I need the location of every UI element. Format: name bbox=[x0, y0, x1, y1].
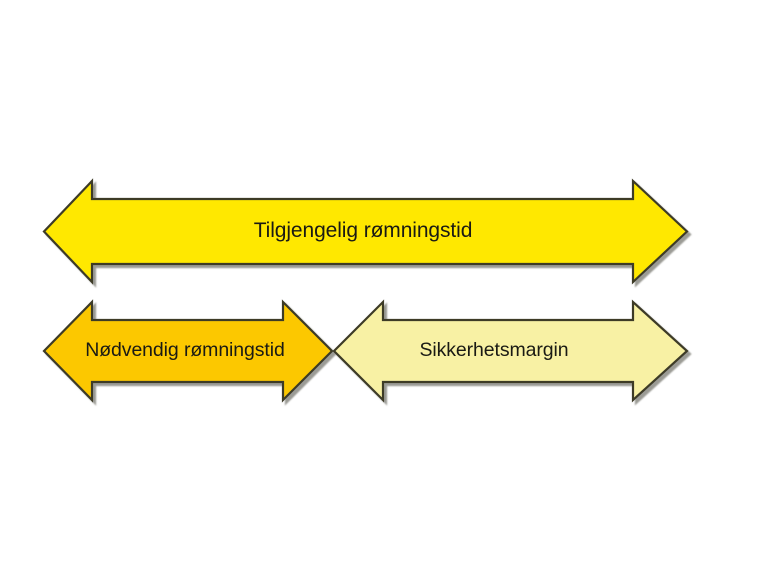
arrow-available-escape-time bbox=[42, 178, 689, 285]
arrow-safety-margin bbox=[332, 299, 689, 403]
arrow-available-escape-time-shape bbox=[42, 178, 689, 285]
arrow-required-escape-time bbox=[42, 299, 334, 403]
arrow-required-escape-time-shape bbox=[42, 299, 334, 403]
arrow-safety-margin-shape bbox=[332, 299, 689, 403]
